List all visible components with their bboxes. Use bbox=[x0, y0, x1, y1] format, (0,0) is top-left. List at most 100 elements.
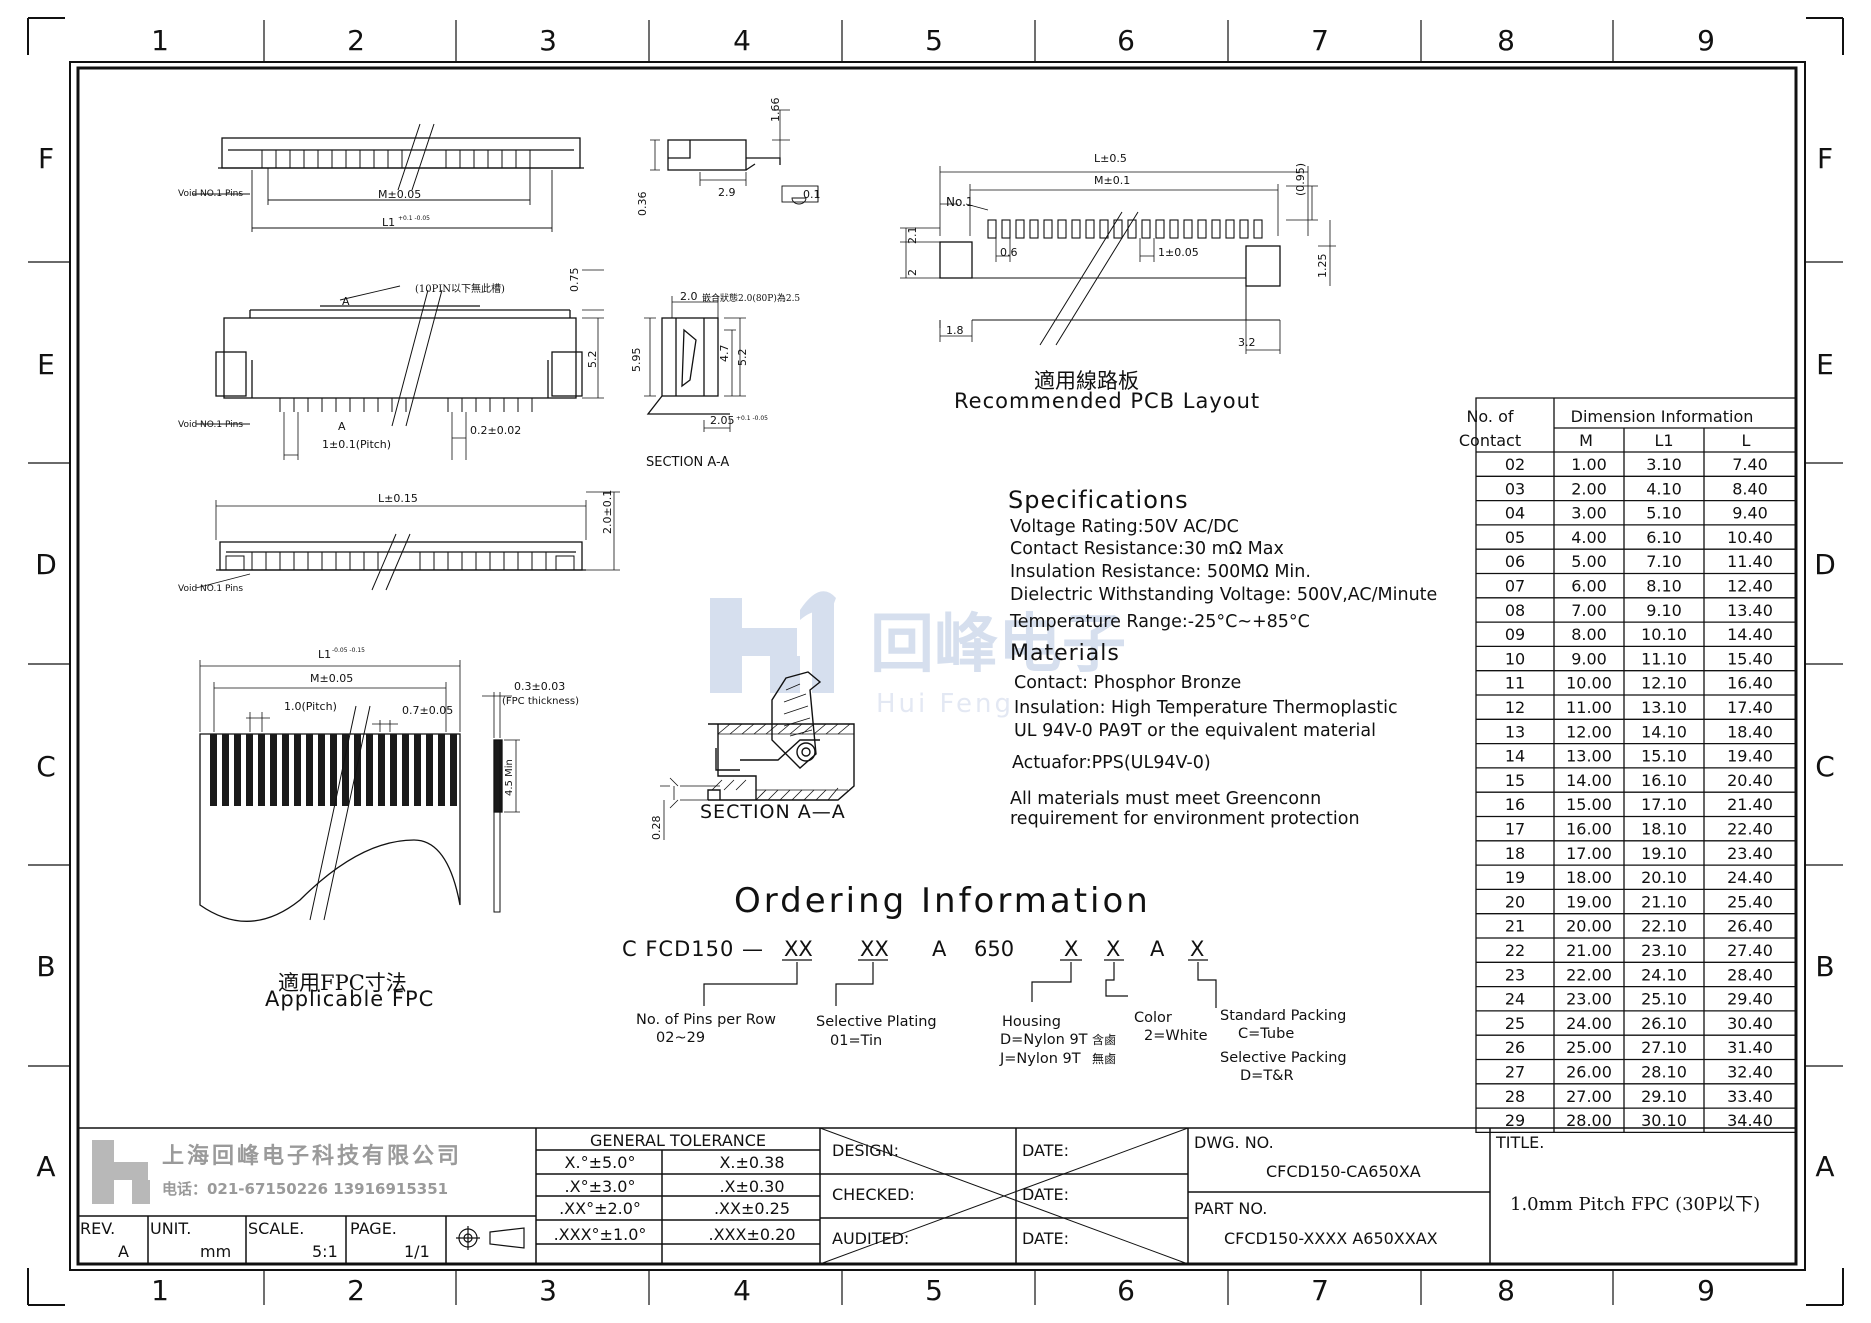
col-label-top-4: 4 bbox=[733, 24, 751, 57]
table-cell: 24 bbox=[1505, 990, 1525, 1009]
table-cell: 03 bbox=[1505, 479, 1525, 498]
company-name: 上海回峰电子科技有限公司 bbox=[162, 1143, 462, 1169]
table-cell: 11.40 bbox=[1727, 552, 1773, 571]
section-large-hatch bbox=[711, 683, 854, 801]
table-cell: 6.00 bbox=[1571, 577, 1607, 596]
ordering-code-housing: X bbox=[1064, 937, 1078, 961]
table-cell: 13 bbox=[1505, 722, 1525, 741]
ordering-packing-std: Standard Packing bbox=[1220, 1008, 1346, 1024]
audited-label: AUDITED: bbox=[832, 1229, 909, 1248]
table-cell: 09 bbox=[1505, 625, 1525, 644]
bottom-view-void-label: Void NO.1 Pins bbox=[178, 584, 243, 594]
table-cell: 30.10 bbox=[1641, 1111, 1687, 1130]
table-col-l1: L1 bbox=[1654, 431, 1673, 450]
col-label-bottom-4: 4 bbox=[733, 1274, 751, 1307]
row-label-left-F: F bbox=[38, 142, 54, 175]
table-cell: 6.10 bbox=[1646, 528, 1682, 547]
side-view-flatness: 0.1 bbox=[803, 188, 821, 201]
tolerance-cell: .XX°±2.0° bbox=[559, 1199, 641, 1218]
table-cell: 10 bbox=[1505, 649, 1525, 668]
table-cell: 27.00 bbox=[1566, 1087, 1612, 1106]
grid-labels: 1 2 3 4 5 6 7 8 9 1 2 3 4 5 6 7 8 9 F E … bbox=[35, 24, 1836, 1307]
tolerance-cell: .XXX°±1.0° bbox=[554, 1225, 647, 1244]
table-col1-line1: No. of bbox=[1466, 407, 1513, 426]
audited-date-label: DATE: bbox=[1022, 1229, 1069, 1248]
table-cell: 27.40 bbox=[1727, 941, 1773, 960]
ordering-code-prefix: C FCD150 — bbox=[622, 937, 764, 961]
fpc-title-en: Applicable FPC bbox=[265, 987, 434, 1011]
table-cell: 13.10 bbox=[1641, 698, 1687, 717]
part-no-value: CFCD150-XXXX A650XXAX bbox=[1224, 1229, 1438, 1248]
design-label: DESIGN: bbox=[832, 1141, 899, 1160]
materials-line-4: Actuafor:PPS(UL94V-0) bbox=[1012, 753, 1211, 773]
table-cell: 20 bbox=[1505, 892, 1525, 911]
table-cell: 12 bbox=[1505, 698, 1525, 717]
table-cell: 5.00 bbox=[1571, 552, 1607, 571]
ordering-plating-value: 01=Tin bbox=[830, 1033, 882, 1049]
page-value: 1/1 bbox=[404, 1242, 430, 1261]
table-cell: 7.00 bbox=[1571, 601, 1607, 620]
bottom-view-l: L±0.15 bbox=[378, 492, 418, 505]
table-cell: 11.10 bbox=[1641, 649, 1687, 668]
materials-line-1: Contact: Phosphor Bronze bbox=[1014, 673, 1241, 693]
table-col-l: L bbox=[1742, 431, 1751, 450]
top-view-m-dim: M±0.05 bbox=[378, 188, 421, 201]
table-cell: 08 bbox=[1505, 601, 1525, 620]
specs-line-1: Voltage Rating:50V AC/DC bbox=[1010, 517, 1239, 537]
table-col1-line2: Contact bbox=[1459, 431, 1521, 450]
ordering-leaders bbox=[703, 959, 1217, 1008]
materials-line-3: UL 94V-0 PA9T or the equivalent material bbox=[1014, 721, 1376, 741]
row-label-left-C: C bbox=[36, 750, 56, 783]
fpc-thickness: 0.3±0.03 bbox=[514, 680, 565, 693]
table-cell: 26.10 bbox=[1641, 1014, 1687, 1033]
table-cell: 16 bbox=[1505, 795, 1525, 814]
side-view-036: 0.36 bbox=[636, 192, 649, 217]
connector-bottom-view bbox=[195, 491, 620, 591]
table-cell: 8.10 bbox=[1646, 577, 1682, 596]
table-cell: 17.00 bbox=[1566, 844, 1612, 863]
table-cell: 29 bbox=[1505, 1111, 1525, 1130]
front-view-slot-note: (10PIN以下無此槽) bbox=[415, 282, 505, 295]
table-cell: 11 bbox=[1505, 674, 1525, 693]
section-small-52: 5.2 bbox=[736, 349, 749, 367]
table-cell: 22.00 bbox=[1566, 965, 1612, 984]
ordering-housing-j-cn: 無鹵 bbox=[1092, 1051, 1116, 1066]
fpc-min-length: 4.5 Min bbox=[504, 759, 515, 796]
table-cell: 06 bbox=[1505, 552, 1525, 571]
fpc-width: 0.7±0.05 bbox=[402, 704, 453, 717]
col-label-top-6: 6 bbox=[1117, 24, 1135, 57]
col-label-bottom-7: 7 bbox=[1311, 1274, 1329, 1307]
ordering-information: Ordering Information C FCD150 — XX XX A … bbox=[622, 881, 1347, 1084]
fpc-l1: L1 bbox=[318, 648, 331, 661]
table-cell: 12.40 bbox=[1727, 577, 1773, 596]
ordering-color-value: 2=White bbox=[1144, 1028, 1208, 1044]
pcb-125: 1.25 bbox=[1316, 254, 1329, 279]
table-cell: 25 bbox=[1505, 1014, 1525, 1033]
table-cell: 2.00 bbox=[1571, 479, 1607, 498]
ordering-packing-sel: Selective Packing bbox=[1220, 1050, 1347, 1066]
bottom-view-pins bbox=[251, 552, 547, 570]
table-cell: 28.10 bbox=[1641, 1063, 1687, 1082]
table-cell: 25.00 bbox=[1566, 1038, 1612, 1057]
title-label: TITLE. bbox=[1495, 1133, 1544, 1152]
table-cell: 20.10 bbox=[1641, 868, 1687, 887]
table-cell: 14.00 bbox=[1566, 771, 1612, 790]
unit-label: UNIT. bbox=[150, 1219, 191, 1238]
scale-value: 5:1 bbox=[312, 1242, 338, 1261]
table-cell: 21.10 bbox=[1641, 892, 1687, 911]
row-label-right-C: C bbox=[1815, 750, 1835, 783]
row-label-right-E: E bbox=[1816, 348, 1834, 381]
specs-line-4: Dielectric Withstanding Voltage: 500V,AC… bbox=[1010, 585, 1437, 605]
pcb-title-cn: 適用線路板 bbox=[1034, 369, 1139, 393]
table-cell: 24.10 bbox=[1641, 965, 1687, 984]
table-cell: 23 bbox=[1505, 965, 1525, 984]
table-cell: 19 bbox=[1505, 868, 1525, 887]
ordering-color-label: Color bbox=[1134, 1010, 1172, 1026]
fpc-m: M±0.05 bbox=[310, 672, 353, 685]
tolerance-cell: .X°±3.0° bbox=[565, 1177, 636, 1196]
specs-line-2: Contact Resistance:30 mΩ Max bbox=[1010, 539, 1284, 559]
tolerance-cell: .XX±0.25 bbox=[714, 1199, 790, 1218]
specs-line-5: Temperature Range:-25°C~+85°C bbox=[1009, 612, 1310, 632]
fpc-thickness-note: (FPC thickness) bbox=[502, 696, 579, 707]
table-cell: 19.10 bbox=[1641, 844, 1687, 863]
